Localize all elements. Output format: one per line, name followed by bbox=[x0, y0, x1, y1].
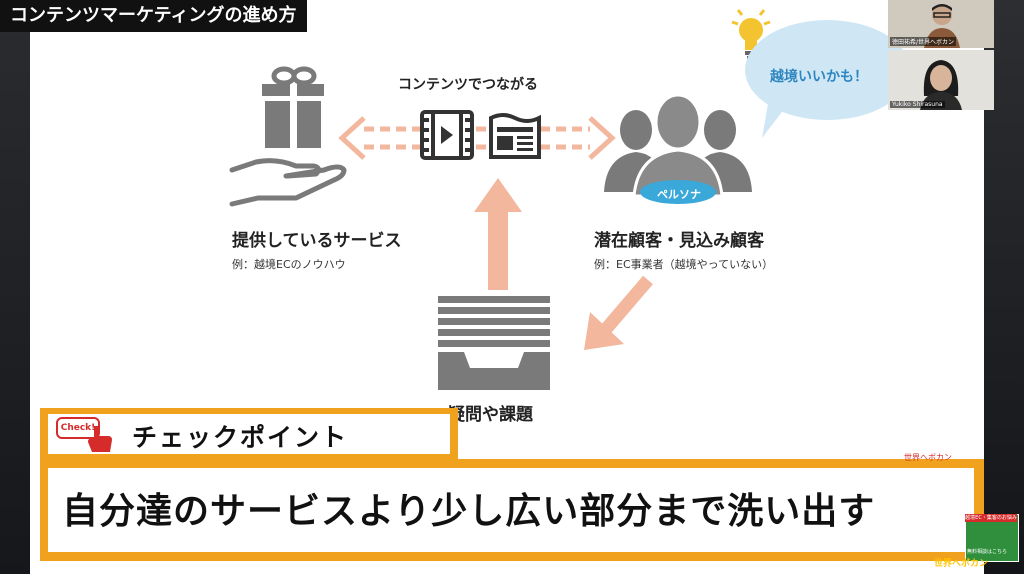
up-arrow bbox=[474, 178, 522, 290]
left-label: 提供しているサービス bbox=[232, 231, 402, 251]
people-group-icon bbox=[604, 93, 752, 204]
newspaper-icon bbox=[489, 113, 541, 159]
webcam-tile-2: Yukiko Shirasuna bbox=[888, 50, 994, 110]
right-label: 潜在顧客・見込み顧客 bbox=[594, 231, 764, 251]
persona-label: ペルソナ bbox=[657, 188, 701, 201]
bubble-text: 越境いいかも！ bbox=[770, 69, 868, 85]
participant-name: 徳田祐希/世界へボカン bbox=[890, 37, 957, 46]
channel-logo: 世界へボカン bbox=[904, 453, 952, 462]
checkpoint-message: 自分達のサービスより少し広い部分まで洗い出す bbox=[62, 491, 876, 532]
ad-bottom-text: 無料相談はこちら bbox=[967, 549, 1008, 555]
inbox-tray-icon bbox=[438, 296, 550, 390]
top-label: コンテンツでつながる bbox=[398, 77, 538, 93]
checkpoint-inner bbox=[48, 414, 450, 454]
checkpoint-heading: チェックポイント bbox=[132, 423, 349, 452]
message-inner bbox=[48, 468, 974, 552]
dashed-double-arrow bbox=[338, 116, 616, 160]
ad-top-text: 越境EC・集客のお悩み bbox=[965, 514, 1017, 522]
background-left bbox=[0, 0, 30, 574]
right-example: 例：EC事業者（越境やっていない） bbox=[594, 258, 774, 271]
bottom-label: 疑問や課題 bbox=[448, 405, 533, 425]
speech-bubble-tail bbox=[762, 104, 788, 138]
slide-title: コンテンツマーケティングの進め方 bbox=[0, 0, 307, 32]
bottom-logo: 世界へボカン bbox=[934, 559, 989, 569]
video-film-icon bbox=[420, 110, 474, 160]
left-example: 例：越境ECのノウハウ bbox=[232, 258, 346, 271]
check-badge: Check! bbox=[56, 417, 100, 439]
person-avatar bbox=[920, 60, 962, 110]
participant-name: Yukiko Shirasuna bbox=[890, 101, 945, 108]
webcam-tile-1: 徳田祐希/世界へボカン bbox=[888, 0, 994, 48]
gift-hand-icon bbox=[229, 66, 347, 207]
diagonal-arrow bbox=[584, 275, 653, 350]
speech-bubble bbox=[745, 20, 910, 120]
pointing-hand-icon bbox=[88, 426, 112, 452]
ad-thumbnail[interactable] bbox=[965, 514, 1019, 562]
